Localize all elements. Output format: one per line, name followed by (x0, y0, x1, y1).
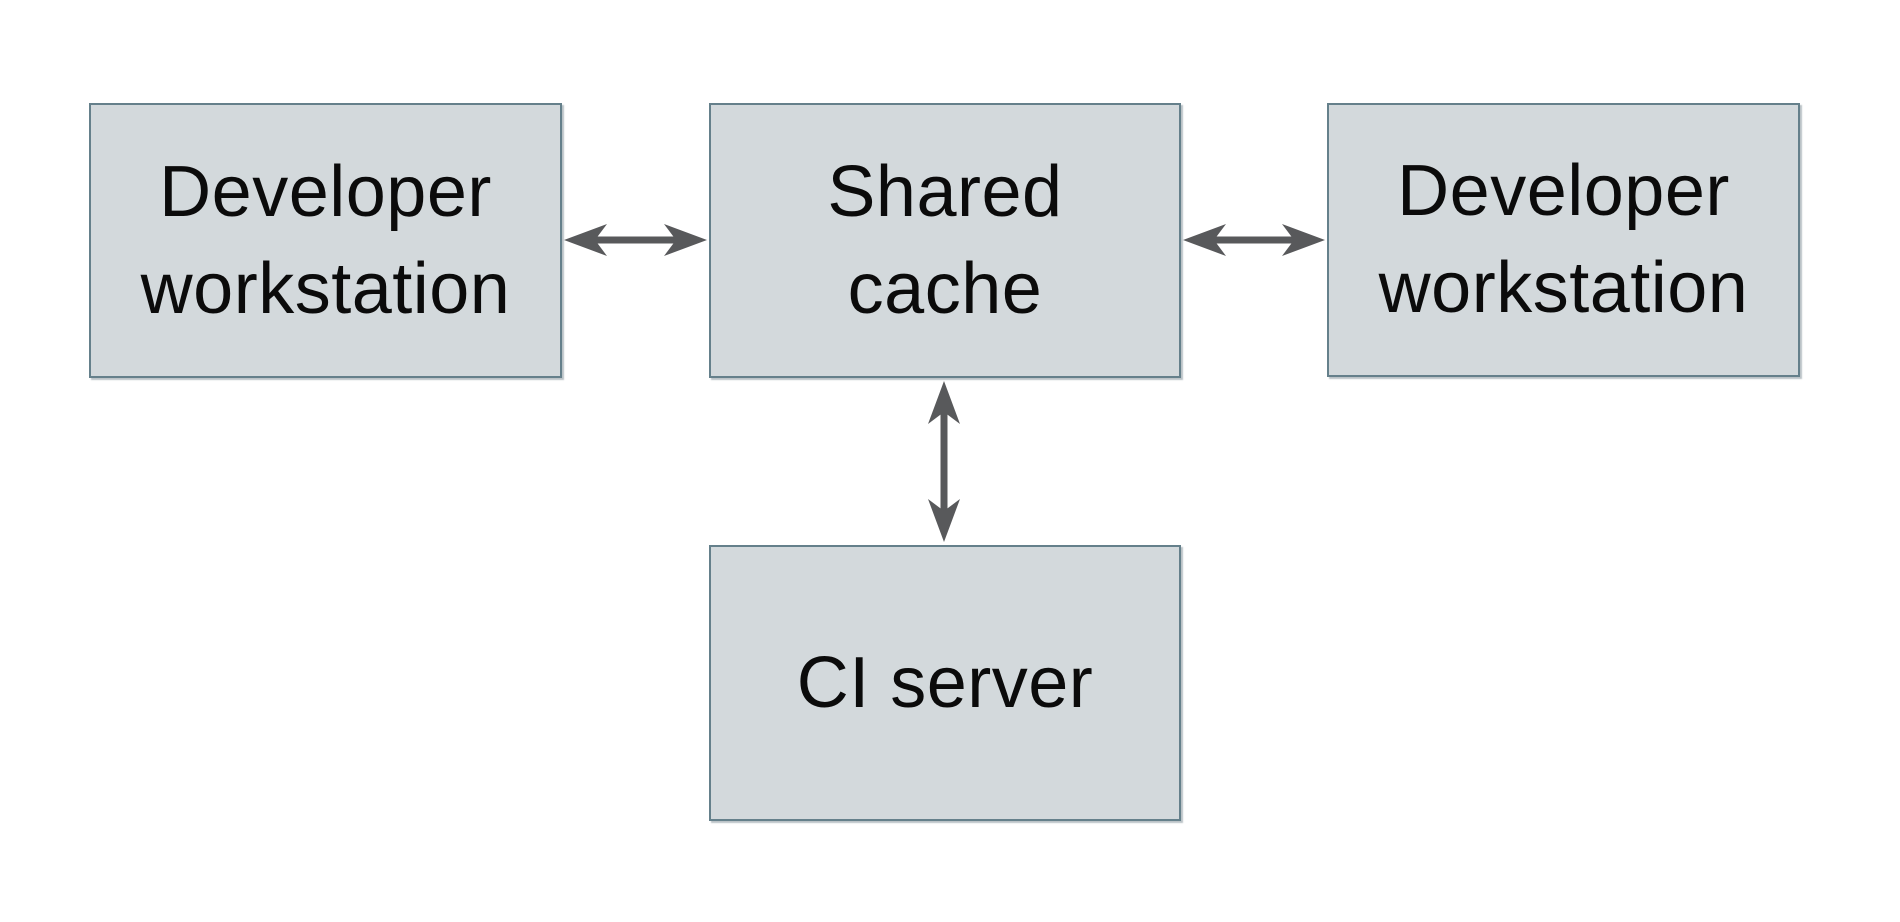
node-label-line: cache (847, 248, 1043, 329)
bidirectional-arrow-right-icon (1183, 224, 1325, 256)
node-developer-workstation-left: Developer workstation (89, 103, 562, 378)
node-developer-workstation-right: Developer workstation (1327, 103, 1800, 377)
node-shared-cache: Shared cache (709, 103, 1181, 378)
node-label-line: workstation (1378, 248, 1749, 328)
bidirectional-arrow-down-icon (928, 381, 960, 542)
bidirectional-arrow-left-icon (564, 224, 707, 256)
node-label-line: workstation (140, 248, 511, 329)
node-label-line: Developer (1397, 151, 1730, 231)
node-label-line: Developer (159, 151, 492, 232)
node-ci-server: CI server (709, 545, 1181, 821)
node-label-line: Shared (827, 151, 1063, 232)
node-label-line: CI server (796, 642, 1094, 723)
